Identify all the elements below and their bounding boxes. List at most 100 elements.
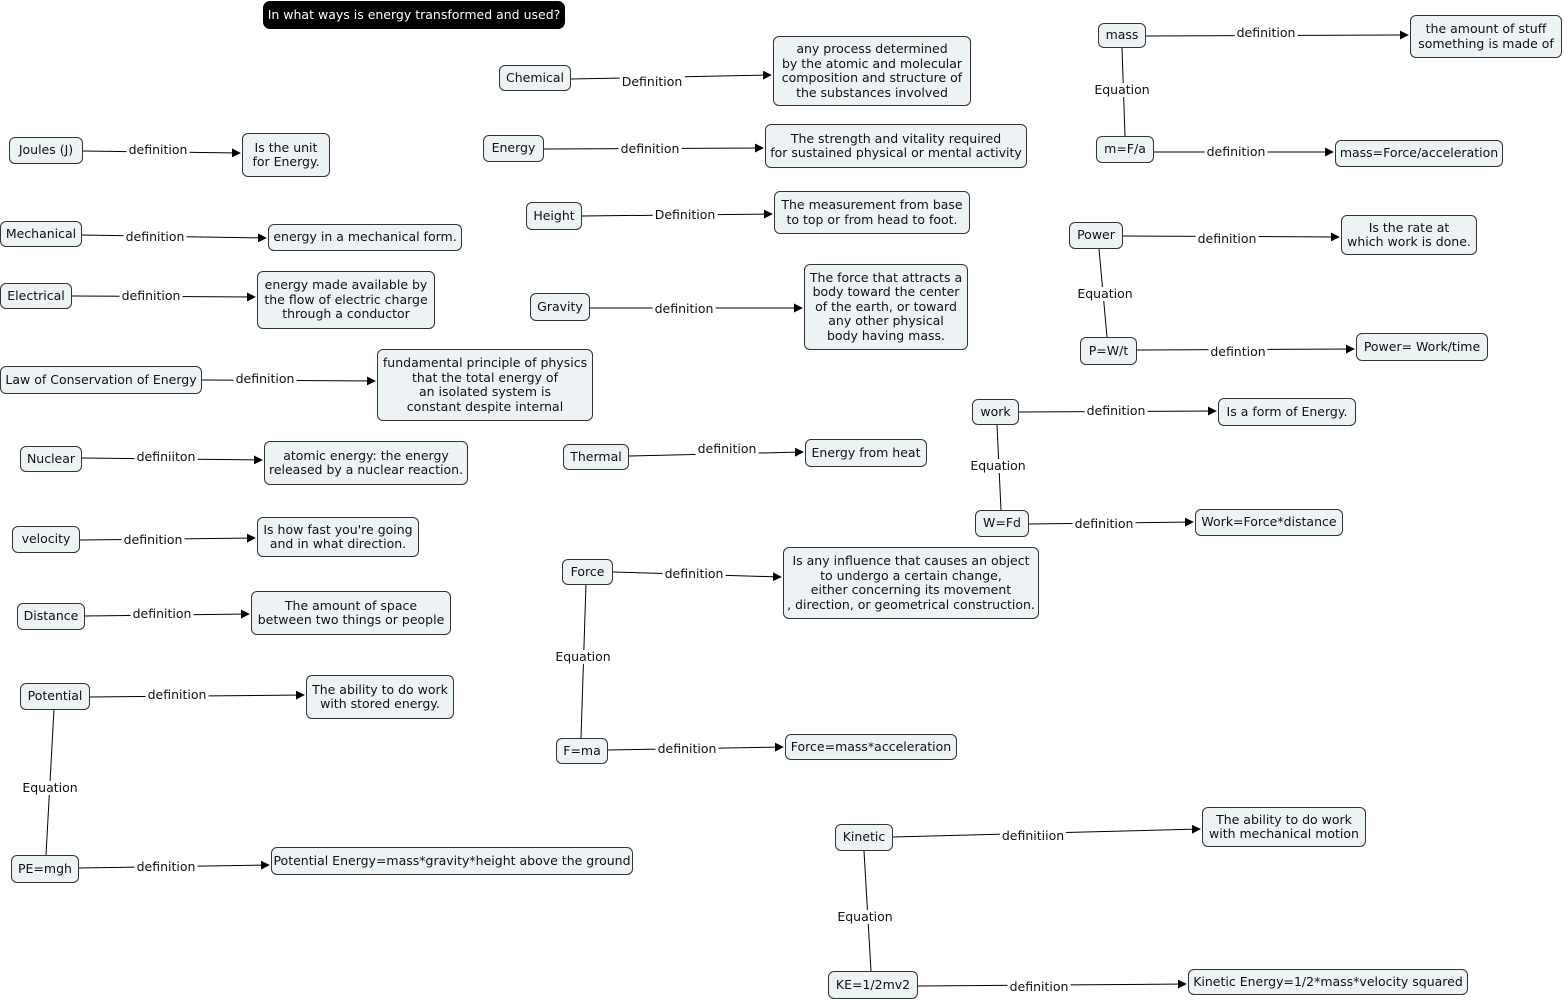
definition-law-of-conservation[interactable]: fundamental principle of physics that th… xyxy=(377,349,593,421)
definition-pwt-equation[interactable]: Power= Work/time xyxy=(1356,333,1488,361)
definition-pe-text: Potential Energy=mass*gravity*height abo… xyxy=(273,852,631,868)
definition-distance-text: The amount of space between two things o… xyxy=(257,597,445,627)
definition-mechanical-text: energy in a mechanical form. xyxy=(273,229,457,245)
link-label-mechanical: definition xyxy=(123,229,187,244)
concept-wfd-equation[interactable]: W=Fd xyxy=(975,510,1029,537)
concept-height-label: Height xyxy=(533,207,575,223)
link-label-force-equation: Equation xyxy=(553,649,613,664)
definition-kinetic[interactable]: The ability to do work with mechanical m… xyxy=(1202,807,1366,847)
definition-nuclear[interactable]: atomic energy: the energy released by a … xyxy=(264,441,468,485)
definition-ke-equation[interactable]: Kinetic Energy=1/2*mass*velocity squared xyxy=(1188,969,1468,995)
concept-nuclear[interactable]: Nuclear xyxy=(20,446,82,472)
concept-velocity[interactable]: velocity xyxy=(12,526,80,553)
link-label-thermal: definition xyxy=(695,441,759,456)
definition-thermal-text: Energy from heat xyxy=(811,444,921,460)
concept-height[interactable]: Height xyxy=(526,202,582,230)
concept-ke-label: KE=1/2mv2 xyxy=(835,976,911,992)
definition-force[interactable]: Is any influence that causes an object t… xyxy=(783,547,1039,619)
link-label-pe: definition xyxy=(134,859,198,874)
definition-mass-text: the amount of stuff something is made of xyxy=(1418,21,1554,51)
concept-potential[interactable]: Potential xyxy=(20,683,90,710)
concept-fma-equation[interactable]: F=ma xyxy=(556,738,608,764)
definition-ke-text: Kinetic Energy=1/2*mass*velocity squared xyxy=(1193,973,1463,989)
concept-joules-label: Joules (J) xyxy=(18,142,74,158)
map-title[interactable]: In what ways is energy transformed and u… xyxy=(263,1,565,29)
concept-distance[interactable]: Distance xyxy=(17,603,85,630)
definition-work[interactable]: Is a form of Energy. xyxy=(1218,398,1356,426)
definition-chemical[interactable]: any process determined by the atomic and… xyxy=(773,36,971,106)
definition-fma-equation[interactable]: Force=mass*acceleration xyxy=(785,734,957,760)
link-label-nuclear: definiiton xyxy=(134,449,198,464)
definition-power[interactable]: Is the rate at which work is done. xyxy=(1341,215,1477,255)
definition-wfd-equation[interactable]: Work=Force*distance xyxy=(1195,509,1343,536)
concept-ke-equation[interactable]: KE=1/2mv2 xyxy=(828,971,918,999)
link-label-power: definition xyxy=(1195,231,1259,246)
concept-electrical[interactable]: Electrical xyxy=(0,283,72,309)
concept-mfa-equation[interactable]: m=F/a xyxy=(1096,136,1154,163)
definition-work-text: Is a form of Energy. xyxy=(1226,403,1348,419)
concept-thermal[interactable]: Thermal xyxy=(563,444,629,470)
concept-mass[interactable]: mass xyxy=(1098,23,1146,48)
link-label-force: definition xyxy=(662,566,726,581)
concept-power[interactable]: Power xyxy=(1069,222,1123,249)
concept-kinetic-label: Kinetic xyxy=(842,829,886,845)
definition-height[interactable]: The measurement from base to top or from… xyxy=(774,191,970,234)
concept-mechanical[interactable]: Mechanical xyxy=(0,221,82,247)
link-label-chemical: Definition xyxy=(619,74,685,89)
concept-pwt-equation[interactable]: P=W/t xyxy=(1080,337,1137,365)
definition-power-text: Is the rate at which work is done. xyxy=(1347,219,1471,249)
link-label-gravity: definition xyxy=(652,301,716,316)
concept-pe-label: PE=mgh xyxy=(18,860,72,876)
link-label-pwt: defintion xyxy=(1208,344,1268,359)
concept-joules[interactable]: Joules (J) xyxy=(9,137,83,164)
concept-distance-label: Distance xyxy=(23,608,79,624)
link-label-kinetic-equation: Equation xyxy=(835,909,895,924)
concept-gravity[interactable]: Gravity xyxy=(530,293,590,321)
concept-pe-equation[interactable]: PE=mgh xyxy=(11,855,79,883)
concept-kinetic[interactable]: Kinetic xyxy=(835,824,893,851)
concept-potential-label: Potential xyxy=(27,688,83,704)
concept-force[interactable]: Force xyxy=(562,559,613,585)
link-label-height: Definition xyxy=(652,207,718,222)
concept-chemical-label: Chemical xyxy=(506,69,564,85)
concept-wfd-label: W=Fd xyxy=(983,515,1021,531)
definition-kinetic-text: The ability to do work with mechanical m… xyxy=(1209,811,1359,841)
link-label-power-equation: Equation xyxy=(1075,286,1135,301)
definition-potential[interactable]: The ability to do work with stored energ… xyxy=(306,675,454,719)
definition-force-text: Is any influence that causes an object t… xyxy=(787,553,1035,612)
definition-mechanical[interactable]: energy in a mechanical form. xyxy=(268,224,462,251)
concept-chemical[interactable]: Chemical xyxy=(499,65,571,91)
definition-electrical[interactable]: energy made available by the flow of ele… xyxy=(257,271,435,329)
definition-energy-text: The strength and vitality required for s… xyxy=(770,130,1022,160)
concept-energy-label: Energy xyxy=(491,140,536,156)
definition-fma-text: Force=mass*acceleration xyxy=(790,738,952,754)
link-label-velocity: definition xyxy=(121,532,185,547)
concept-mass-label: mass xyxy=(1105,27,1139,43)
definition-gravity[interactable]: The force that attracts a body toward th… xyxy=(804,264,968,350)
definition-mfa-equation[interactable]: mass=Force/acceleration xyxy=(1335,140,1503,167)
definition-wfd-text: Work=Force*distance xyxy=(1201,514,1337,530)
definition-pe-equation[interactable]: Potential Energy=mass*gravity*height abo… xyxy=(271,847,633,875)
concept-mfa-label: m=F/a xyxy=(1104,141,1146,157)
definition-nuclear-text: atomic energy: the energy released by a … xyxy=(268,447,464,477)
definition-velocity[interactable]: Is how fast you're going and in what dir… xyxy=(257,517,419,557)
concept-law-of-conservation[interactable]: Law of Conservation of Energy xyxy=(0,366,202,394)
concept-work[interactable]: work xyxy=(972,399,1019,425)
definition-mass[interactable]: the amount of stuff something is made of xyxy=(1410,15,1562,58)
definition-height-text: The measurement from base to top or from… xyxy=(781,197,963,227)
definition-distance[interactable]: The amount of space between two things o… xyxy=(251,591,451,635)
concept-energy[interactable]: Energy xyxy=(483,135,544,162)
link-label-energy: definition xyxy=(618,141,682,156)
link-label-mass-equation: Equation xyxy=(1092,82,1152,97)
definition-joules[interactable]: Is the unit for Energy. xyxy=(242,133,330,177)
link-label-fma: definition xyxy=(655,741,719,756)
link-label-work-equation: Equation xyxy=(968,458,1028,473)
definition-chemical-text: any process determined by the atomic and… xyxy=(781,41,963,100)
link-label-law: definition xyxy=(233,371,297,386)
definition-gravity-text: The force that attracts a body toward th… xyxy=(809,269,963,343)
definition-pwt-text: Power= Work/time xyxy=(1363,338,1481,354)
link-label-mfa: definition xyxy=(1204,144,1268,159)
definition-thermal[interactable]: Energy from heat xyxy=(805,439,927,467)
definition-energy[interactable]: The strength and vitality required for s… xyxy=(765,124,1027,168)
concept-mechanical-label: Mechanical xyxy=(5,225,77,241)
